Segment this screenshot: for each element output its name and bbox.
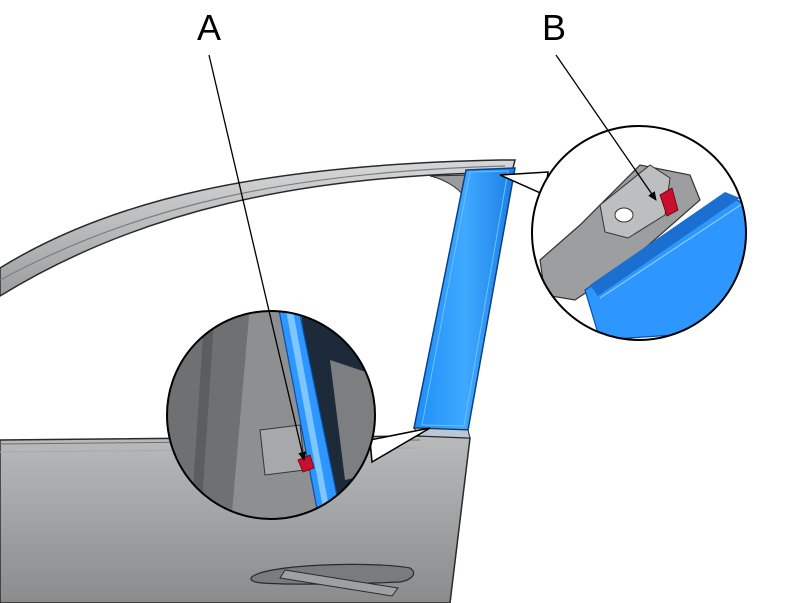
window-frame: [0, 159, 516, 297]
leader-line-b: [555, 54, 657, 201]
callout-label-b: B: [542, 7, 566, 48]
callout-label-a: A: [197, 7, 221, 48]
detail-view-a: [166, 310, 376, 520]
callout-tail-a: [369, 427, 431, 464]
clip-marker-b: [659, 187, 679, 217]
detail-view-b: [531, 125, 747, 341]
pillar-trim-blue: [412, 167, 516, 439]
door-handle: [250, 563, 415, 597]
leader-line-a: [208, 54, 307, 461]
